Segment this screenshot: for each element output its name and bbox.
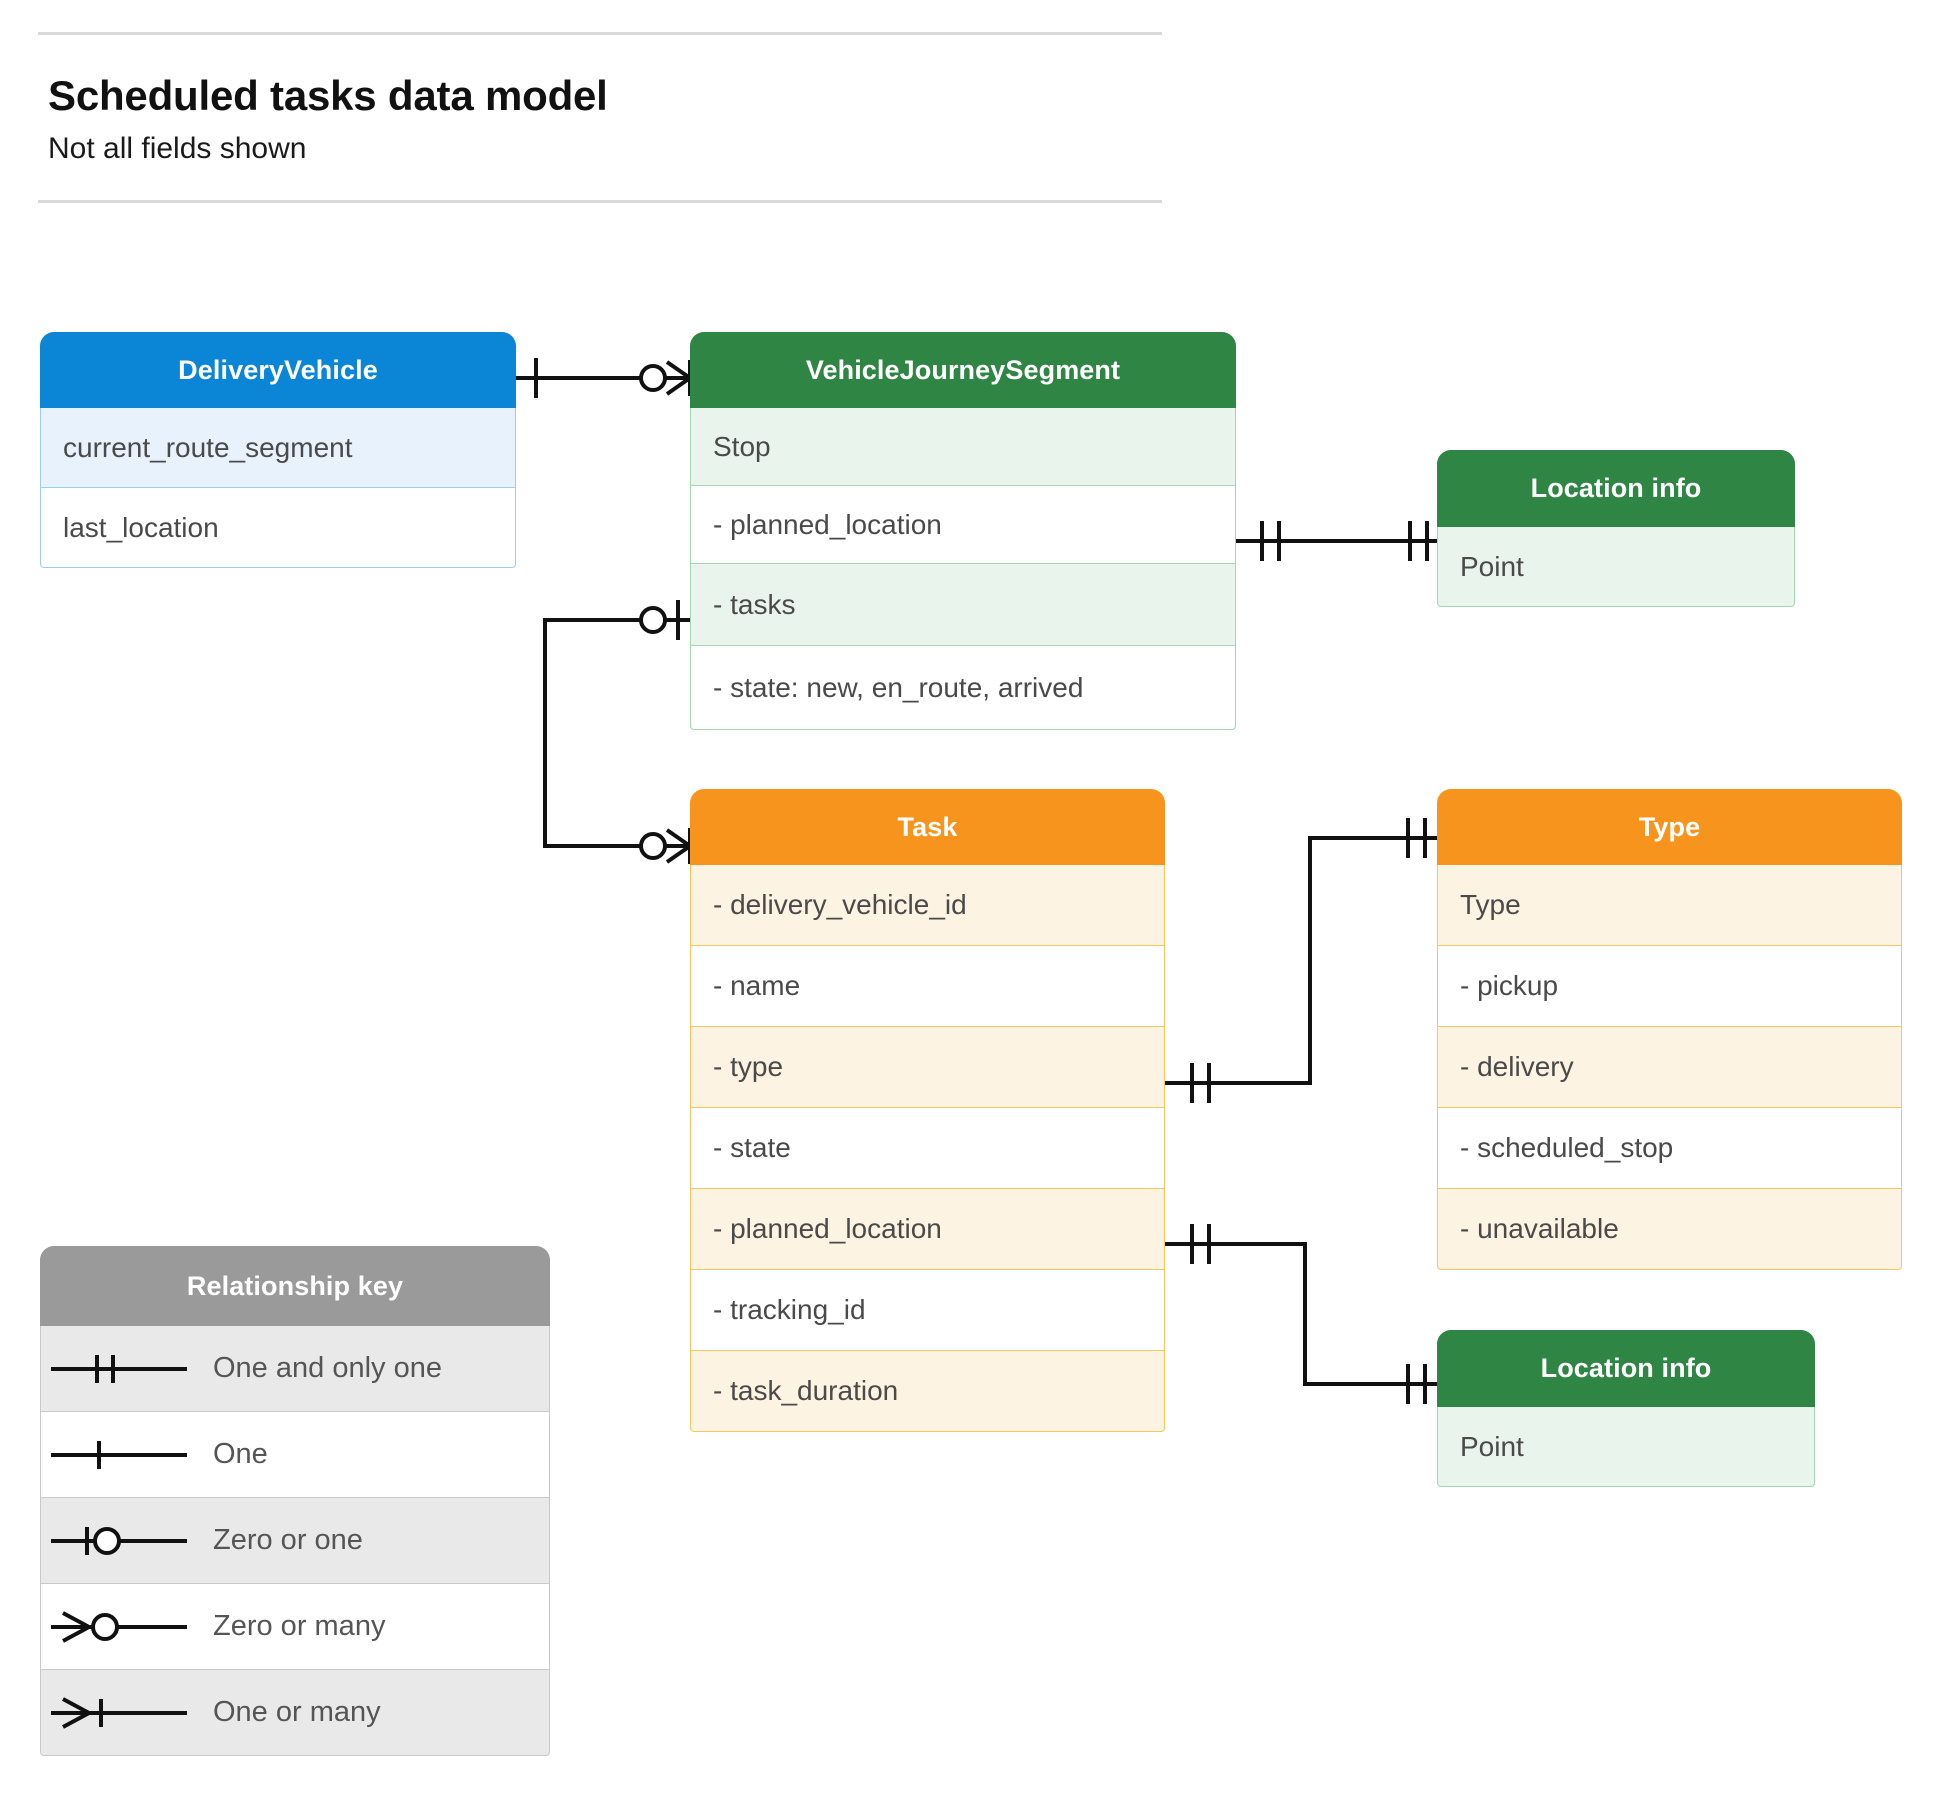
field-point-bottom[interactable]: Point <box>1437 1407 1815 1487</box>
legend-title: Relationship key <box>40 1246 550 1326</box>
entity-vehicle-journey-segment[interactable]: VehicleJourneySegment Stop - planned_loc… <box>690 332 1236 730</box>
field-planned-location[interactable]: - planned_location <box>690 486 1236 564</box>
field-task-state[interactable]: - state <box>690 1108 1165 1189</box>
marker-zero-task <box>639 832 667 860</box>
one-icon <box>41 1435 213 1475</box>
field-last-location[interactable]: last_location <box>40 488 516 568</box>
crowfoot-task <box>665 828 692 864</box>
field-task-planned-location[interactable]: - planned_location <box>690 1189 1165 1270</box>
field-type-unavailable[interactable]: - unavailable <box>1437 1189 1902 1270</box>
page-subtitle: Not all fields shown <box>48 132 307 165</box>
legend-item-zero-or-one: Zero or one <box>40 1498 550 1584</box>
entity-location-info-top[interactable]: Location info Point <box>1437 450 1795 607</box>
field-current-route-segment[interactable]: current_route_segment <box>40 408 516 488</box>
one-or-many-icon <box>41 1693 213 1733</box>
wire-vjs-task <box>543 618 690 848</box>
wire-task-type <box>1165 836 1437 1085</box>
marker-zero-tasks <box>639 606 667 634</box>
legend-label: One or many <box>213 1696 381 1728</box>
entity-task[interactable]: Task - delivery_vehicle_id - name - type… <box>690 789 1165 1432</box>
legend-item-one-and-only-one: One and only one <box>40 1326 550 1412</box>
entity-delivery-vehicle[interactable]: DeliveryVehicle current_route_segment la… <box>40 332 516 568</box>
zero-or-one-icon <box>41 1521 213 1561</box>
legend-label: Zero or one <box>213 1524 363 1556</box>
entity-location-info-bottom[interactable]: Location info Point <box>1437 1330 1815 1487</box>
entity-task-title: Task <box>690 789 1165 865</box>
field-stop[interactable]: Stop <box>690 408 1236 486</box>
entity-location-info-bottom-title: Location info <box>1437 1330 1815 1407</box>
header-divider-top <box>38 32 1162 35</box>
field-state[interactable]: - state: new, en_route, arrived <box>690 646 1236 730</box>
field-point-top[interactable]: Point <box>1437 527 1795 607</box>
field-tasks[interactable]: - tasks <box>690 564 1236 646</box>
field-type-label[interactable]: Type <box>1437 865 1902 946</box>
header-divider-bottom <box>38 200 1162 203</box>
field-task-name[interactable]: - name <box>690 946 1165 1027</box>
field-type-scheduled-stop[interactable]: - scheduled_stop <box>1437 1108 1902 1189</box>
entity-vehicle-journey-segment-title: VehicleJourneySegment <box>690 332 1236 408</box>
field-tracking-id[interactable]: - tracking_id <box>690 1270 1165 1351</box>
wire-task-locationinfo-bottom <box>1165 1242 1437 1386</box>
field-type-delivery[interactable]: - delivery <box>1437 1027 1902 1108</box>
field-type-pickup[interactable]: - pickup <box>1437 946 1902 1027</box>
entity-location-info-top-title: Location info <box>1437 450 1795 527</box>
field-delivery-vehicle-id[interactable]: - delivery_vehicle_id <box>690 865 1165 946</box>
one-and-only-one-icon <box>41 1349 213 1389</box>
legend-item-one: One <box>40 1412 550 1498</box>
zero-or-many-icon <box>41 1607 213 1647</box>
legend-label: Zero or many <box>213 1610 386 1642</box>
legend-item-one-or-many: One or many <box>40 1670 550 1756</box>
field-task-type[interactable]: - type <box>690 1027 1165 1108</box>
legend-relationship-key[interactable]: Relationship key One and only one One <box>40 1246 550 1756</box>
marker-zero-vjs <box>639 364 667 392</box>
legend-label: One and only one <box>213 1352 442 1384</box>
entity-type-title: Type <box>1437 789 1902 865</box>
legend-label: One <box>213 1438 268 1470</box>
entity-type[interactable]: Type Type - pickup - delivery - schedule… <box>1437 789 1902 1270</box>
field-task-duration[interactable]: - task_duration <box>690 1351 1165 1432</box>
crowfoot-vjs <box>665 360 692 396</box>
page-title: Scheduled tasks data model <box>48 72 608 119</box>
entity-delivery-vehicle-title: DeliveryVehicle <box>40 332 516 408</box>
legend-item-zero-or-many: Zero or many <box>40 1584 550 1670</box>
